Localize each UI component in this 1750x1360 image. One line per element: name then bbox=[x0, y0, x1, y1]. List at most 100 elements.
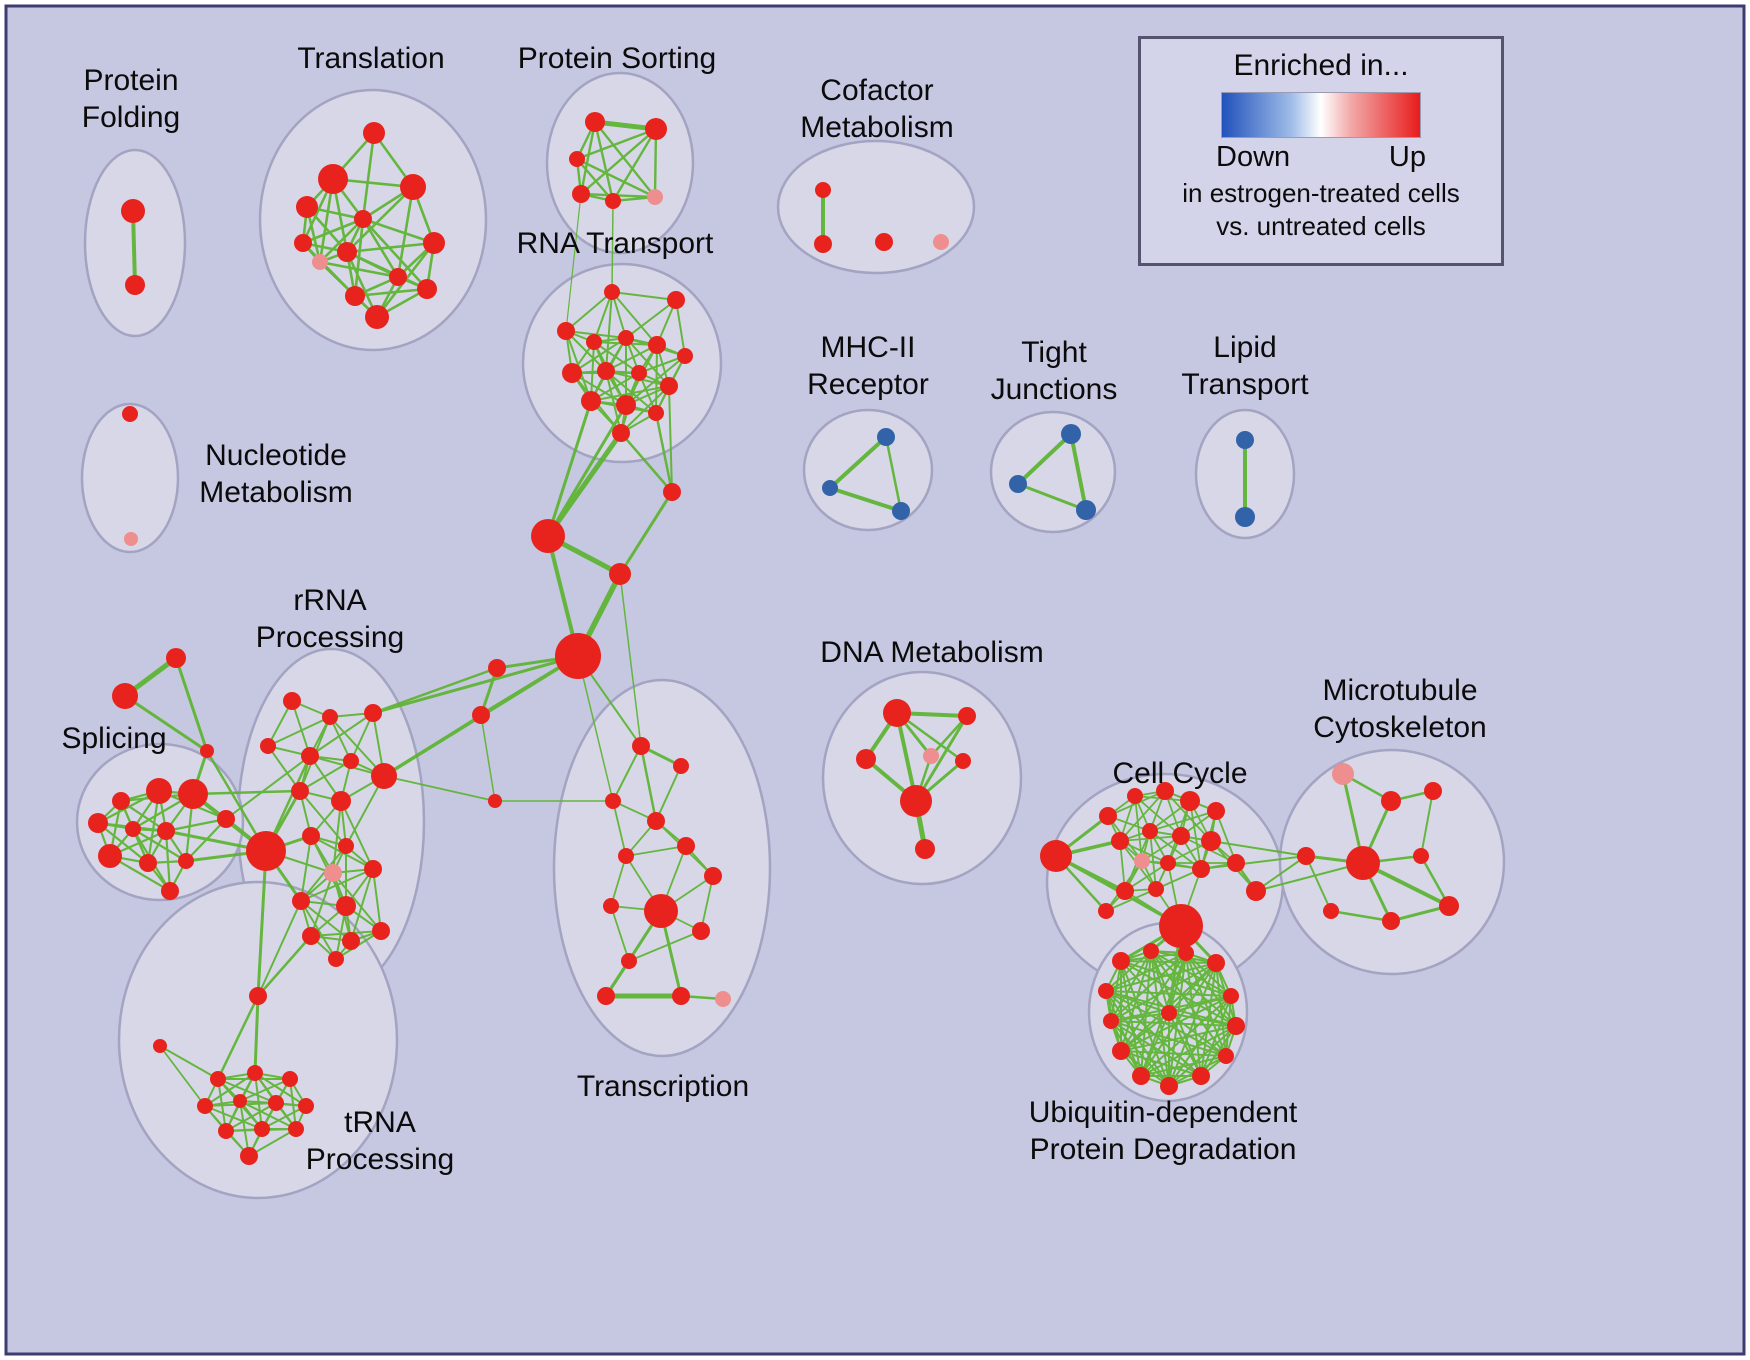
node-t4 bbox=[400, 174, 426, 200]
edge-u9-u10 bbox=[1120, 1050, 1227, 1057]
node-tc2 bbox=[673, 758, 689, 774]
edge-u3-u10 bbox=[1185, 952, 1227, 1057]
cluster-label-trna-processing: tRNA bbox=[344, 1106, 416, 1139]
cluster-label-ubiquitin-degradation: Ubiquitin-dependent bbox=[1029, 1096, 1298, 1129]
node-t12 bbox=[365, 305, 389, 329]
node-s3 bbox=[178, 779, 208, 809]
node-ps4 bbox=[572, 185, 590, 203]
edge-tc7-tc9 bbox=[700, 875, 714, 932]
edge-c4-c10 bbox=[1164, 790, 1212, 842]
node-tchub bbox=[644, 894, 678, 928]
node-rt7 bbox=[677, 348, 693, 364]
cluster-label-microtubule-cytoskeleton: Cytoskeleton bbox=[1313, 711, 1486, 744]
edge-u10-u11 bbox=[1140, 1055, 1227, 1077]
edge-pf1-pf2 bbox=[131, 209, 137, 287]
node-r14 bbox=[292, 892, 310, 910]
edge-u8-u9 bbox=[1120, 1025, 1237, 1052]
edge-tc8-tc10 bbox=[610, 905, 630, 962]
edge-t1-t5 bbox=[361, 131, 376, 221]
node-tc3 bbox=[605, 793, 621, 809]
cluster-label-ubiquitin-degradation: Protein Degradation bbox=[1030, 1133, 1297, 1166]
node-rt8 bbox=[562, 363, 582, 383]
node-d1 bbox=[883, 699, 911, 727]
edge-mt3-mt5 bbox=[1420, 790, 1434, 857]
edge-t11-t13 bbox=[353, 287, 429, 298]
node-mtb bbox=[1346, 846, 1380, 880]
edge-u6-u13 bbox=[1168, 995, 1232, 1087]
cluster-ellipse-mhc-ii-receptor bbox=[802, 408, 934, 532]
node-tc6 bbox=[618, 848, 634, 864]
edge-rt13-hb2 bbox=[546, 403, 628, 538]
node-s10 bbox=[178, 853, 194, 869]
edge-tn2-tn3 bbox=[159, 1045, 219, 1080]
cluster-label-rrna-processing: Processing bbox=[256, 621, 404, 654]
edge-c5-c13 bbox=[1189, 800, 1202, 870]
node-ps2 bbox=[645, 118, 667, 140]
cluster-ellipses bbox=[75, 71, 1506, 1200]
node-c1 bbox=[1040, 840, 1072, 872]
edge-u2-u5 bbox=[1105, 950, 1152, 992]
node-tc11 bbox=[597, 987, 615, 1005]
edge-t5-t6 bbox=[361, 217, 436, 245]
edge-tn12-tn13 bbox=[248, 1128, 297, 1157]
node-rt13 bbox=[616, 395, 636, 415]
edge-sp_a-sp_c bbox=[174, 656, 209, 753]
edge-u11-u14 bbox=[1140, 1012, 1170, 1077]
edge-tc5-tc6 bbox=[625, 845, 687, 857]
node-rt11 bbox=[660, 377, 678, 395]
node-c6 bbox=[1207, 802, 1225, 820]
node-cm2 bbox=[814, 235, 832, 253]
node-t11 bbox=[345, 286, 365, 306]
node-mt3 bbox=[1424, 782, 1442, 800]
cluster-label-nucleotide-metabolism: Nucleotide bbox=[205, 439, 347, 472]
cluster-label-rrna-processing: rRNA bbox=[293, 584, 366, 617]
node-tj1 bbox=[1061, 424, 1081, 444]
node-hb7 bbox=[488, 794, 502, 808]
node-lt2 bbox=[1235, 507, 1255, 527]
node-tc4 bbox=[647, 812, 665, 830]
node-tc13 bbox=[715, 991, 731, 1007]
node-tn10 bbox=[218, 1123, 234, 1139]
node-rt10 bbox=[631, 365, 647, 381]
edge-u7-u12 bbox=[1110, 1020, 1202, 1077]
edge-r13-r17 bbox=[350, 868, 374, 942]
node-c3 bbox=[1127, 788, 1143, 804]
edge-rt1-rt5 bbox=[611, 291, 627, 339]
node-s5 bbox=[125, 821, 141, 837]
node-hb5 bbox=[488, 659, 506, 677]
cluster-label-lipid-transport: Lipid bbox=[1213, 331, 1276, 364]
node-mt8 bbox=[1323, 903, 1339, 919]
node-t8 bbox=[337, 242, 357, 262]
node-d7 bbox=[915, 839, 935, 859]
edge-u4-u14 bbox=[1168, 962, 1217, 1014]
node-u8 bbox=[1227, 1017, 1245, 1035]
cluster-label-cell-cycle: Cell Cycle bbox=[1112, 757, 1247, 790]
node-d2 bbox=[958, 707, 976, 725]
edge-c17-mtb bbox=[1255, 862, 1364, 892]
node-tn2 bbox=[153, 1039, 167, 1053]
node-u13 bbox=[1160, 1077, 1178, 1095]
node-tn1 bbox=[249, 987, 267, 1005]
edge-u3-u7 bbox=[1110, 952, 1187, 1022]
node-pf2 bbox=[125, 275, 145, 295]
edge-s2-s6 bbox=[119, 799, 168, 833]
edge-mh2-mh3 bbox=[828, 486, 903, 513]
edge-r8-r11 bbox=[299, 790, 347, 847]
edge-s7-r5 bbox=[225, 755, 311, 820]
node-r15 bbox=[336, 896, 356, 916]
node-tc1 bbox=[632, 737, 650, 755]
cluster-label-mhc-ii-receptor: Receptor bbox=[807, 368, 929, 401]
edge-tn1-tn3 bbox=[216, 994, 260, 1081]
edge-t6-t8 bbox=[345, 241, 436, 254]
node-c11 bbox=[1134, 853, 1150, 869]
edge-u6-u14 bbox=[1168, 995, 1232, 1014]
legend-subtitle-line2: vs. untreated cells bbox=[1216, 211, 1426, 241]
node-ps6 bbox=[647, 189, 663, 205]
edge-rt11-rt12 bbox=[590, 385, 670, 402]
edge-hb6-r7 bbox=[382, 713, 483, 778]
edge-rt5-rt8 bbox=[571, 337, 627, 374]
node-tc8 bbox=[603, 898, 619, 914]
edge-tj1-tj3 bbox=[1069, 432, 1088, 512]
node-r3 bbox=[364, 704, 382, 722]
